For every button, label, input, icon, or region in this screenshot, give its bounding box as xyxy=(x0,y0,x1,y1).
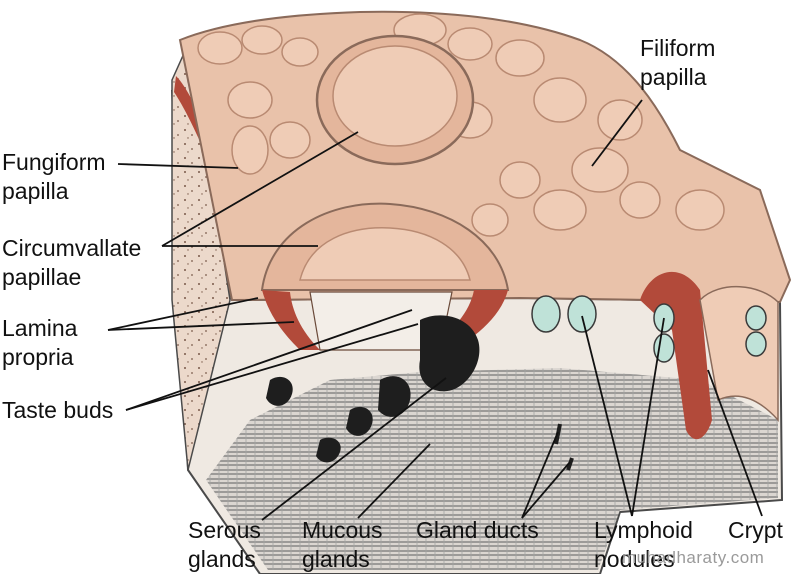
label-mucous-glands: Mucous glands xyxy=(302,516,383,574)
label-lymphoid-nodules: Lymphoid nodules xyxy=(594,516,693,574)
filiform-bumps xyxy=(197,13,725,237)
circumvallate-papilla-top xyxy=(315,34,475,166)
label-line: glands xyxy=(188,546,256,572)
glands xyxy=(266,315,480,463)
label-line: Circumvallate xyxy=(2,235,142,261)
label-line: papilla xyxy=(2,178,69,204)
label-serous-glands: Serous glands xyxy=(188,516,261,574)
label-fungiform-papilla: Fungiform papilla xyxy=(2,148,106,206)
label-line: Filiform xyxy=(640,35,716,61)
label-line: Serous xyxy=(188,517,261,543)
label-line: papilla xyxy=(640,64,707,90)
leader-lymphoid-a xyxy=(581,315,633,517)
label-line: Fungiform xyxy=(2,149,106,175)
label-line: propria xyxy=(2,344,74,370)
leader-ducts-a xyxy=(521,431,559,519)
leader-ducts-b xyxy=(521,461,571,519)
circumvallate-papilla-section xyxy=(260,202,510,352)
leader-circumvallate-a xyxy=(161,131,359,247)
leader-lines xyxy=(107,99,763,521)
leader-taste-b xyxy=(125,323,419,411)
label-line: Lymphoid xyxy=(594,517,693,543)
label-line: nodules xyxy=(594,546,675,572)
label-line: Taste buds xyxy=(2,397,114,423)
leader-fungiform xyxy=(117,163,239,169)
leader-lamina-a xyxy=(107,297,259,331)
lymphoid-nodules xyxy=(531,295,767,363)
label-lamina-propria: Lamina propria xyxy=(2,314,77,372)
leader-mucous xyxy=(357,443,431,519)
leader-lamina-b xyxy=(107,321,295,331)
label-taste-buds: Taste buds xyxy=(2,396,113,425)
label-filiform-papilla: Filiform papilla xyxy=(640,34,715,92)
label-crypt: Crypt xyxy=(728,516,783,545)
leader-crypt xyxy=(707,369,763,517)
leader-lymphoid-b xyxy=(631,317,665,517)
label-line: glands xyxy=(302,546,370,572)
label-line: Crypt xyxy=(728,517,783,543)
leader-serous xyxy=(261,377,447,521)
label-line: papillae xyxy=(2,264,82,290)
label-gland-ducts: Gland ducts xyxy=(416,516,539,545)
label-line: Lamina xyxy=(2,315,78,341)
label-line: Gland ducts xyxy=(416,517,539,543)
leader-taste-a xyxy=(125,309,413,411)
label-line: Mucous xyxy=(302,517,383,543)
leader-filiform xyxy=(591,99,643,167)
watermark: muhadharaty.com xyxy=(622,548,765,567)
label-circumvallate-papillae: Circumvallate papillae xyxy=(2,234,141,292)
